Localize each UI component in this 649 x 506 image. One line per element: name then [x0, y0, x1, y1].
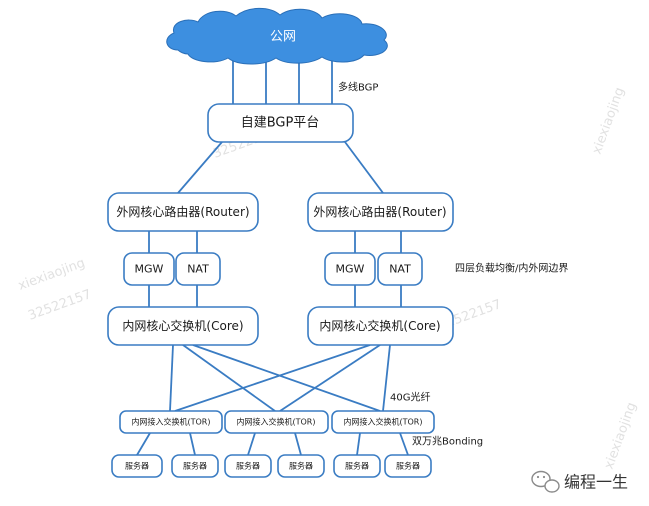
watermark-id: 32522157	[26, 287, 93, 324]
edge-router-label: 外网核心路由器(Router)	[116, 204, 249, 219]
edge-router-right: 外网核心路由器(Router)	[307, 192, 454, 232]
tor-switch-2: 内网接入交换机(TOR)	[224, 410, 329, 434]
internet-cloud: 公网	[166, 7, 388, 65]
core-switch-label: 内网核心交换机(Core)	[319, 318, 440, 333]
brand: 编程一生	[531, 470, 628, 493]
server-1: 服务器	[111, 454, 163, 478]
watermark-name: xiexiaojing	[590, 85, 628, 156]
tor-switch-label: 内网接入交换机(TOR)	[344, 417, 423, 427]
edge-router-label: 外网核心路由器(Router)	[313, 204, 446, 219]
edge-router-left: 外网核心路由器(Router)	[107, 192, 259, 232]
core-switch-left: 内网核心交换机(Core)	[107, 306, 259, 346]
brand-name: 编程一生	[564, 473, 628, 492]
mgw-left: MGW	[123, 252, 175, 286]
server-label: 服务器	[289, 461, 313, 471]
server-6: 服务器	[384, 454, 432, 478]
watermark-name: xiexiaojing	[16, 256, 87, 294]
server-4: 服务器	[277, 454, 325, 478]
cloud-label: 公网	[270, 30, 296, 45]
cloud-shape	[166, 7, 388, 65]
fiber-40g-annotation: 40G光纤	[390, 391, 430, 404]
bgp-platform-label: 自建BGP平台	[241, 116, 320, 131]
nat-right: NAT	[377, 252, 423, 286]
core-switch-label: 内网核心交换机(Core)	[122, 318, 243, 333]
nat-label: NAT	[187, 263, 209, 276]
server-5: 服务器	[333, 454, 381, 478]
tor-switch-label: 内网接入交换机(TOR)	[237, 417, 316, 427]
tor-switch-1: 内网接入交换机(TOR)	[119, 410, 223, 434]
mgw-label: MGW	[135, 263, 164, 276]
mgw-right: MGW	[324, 252, 376, 286]
nat-label: NAT	[389, 263, 411, 276]
watermark-name: xiexiaojing	[602, 400, 640, 471]
bgp-platform-node: 自建BGP平台	[207, 103, 354, 143]
server-label: 服务器	[125, 461, 149, 471]
core-switch-right: 内网核心交换机(Core)	[307, 306, 454, 346]
server-2: 服务器	[171, 454, 219, 478]
server-label: 服务器	[345, 461, 369, 471]
server-label: 服务器	[236, 461, 260, 471]
connections	[136, 56, 409, 456]
tor-switch-label: 内网接入交换机(TOR)	[132, 417, 211, 427]
tor-switch-3: 内网接入交换机(TOR)	[331, 410, 435, 434]
multi-bgp-annotation: 多线BGP	[338, 81, 378, 94]
l4-lb-annotation: 四层负载均衡/内外网边界	[455, 262, 568, 275]
wechat-icon	[531, 470, 560, 493]
server-3: 服务器	[224, 454, 272, 478]
bonding-annotation: 双万兆Bonding	[412, 436, 483, 448]
server-label: 服务器	[183, 461, 207, 471]
nat-left: NAT	[175, 252, 221, 286]
mgw-label: MGW	[336, 263, 365, 276]
server-label: 服务器	[396, 461, 420, 471]
